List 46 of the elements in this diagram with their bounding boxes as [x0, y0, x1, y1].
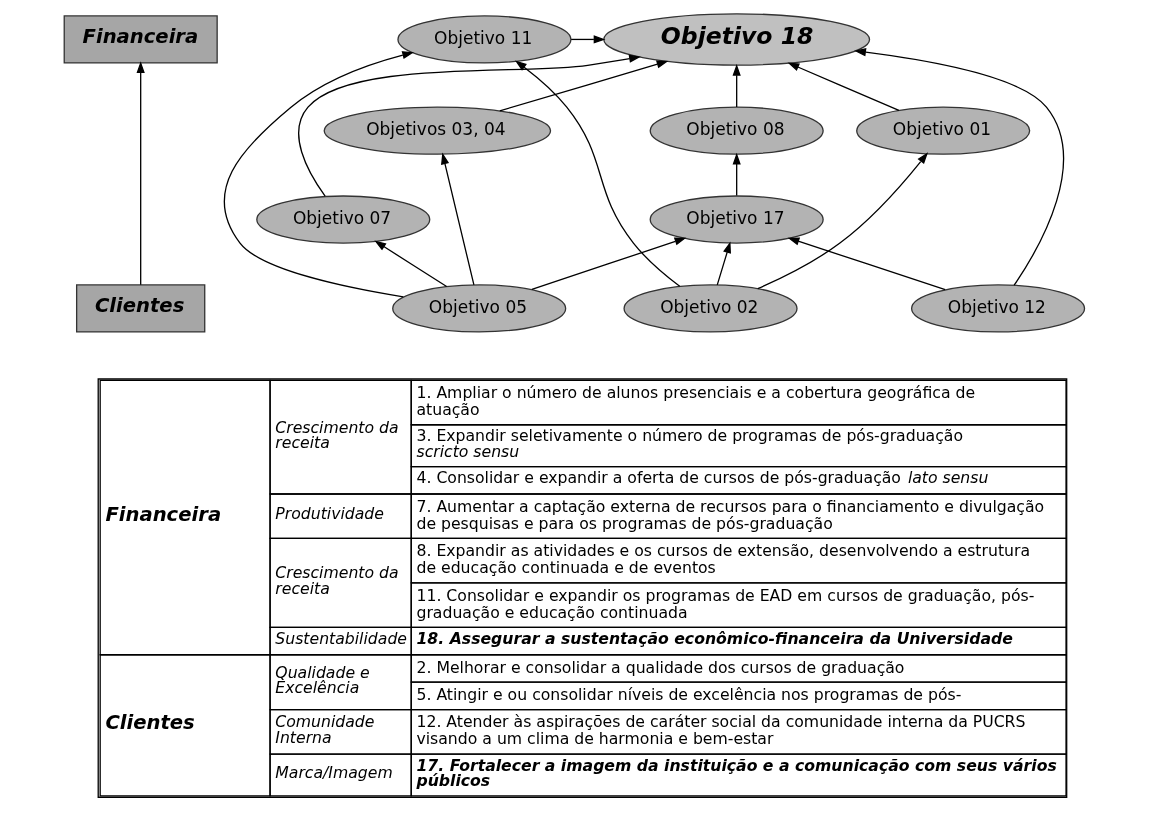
- label: 2. Melhorar e consolidar a qualidade dos cursos de graduação: [416, 657, 905, 677]
- arrow: [787, 62, 900, 111]
- label: Qualidade e Excelência: [275, 662, 370, 698]
- label: 8. Expandir as atividades e os cursos de extensão, desenvolvendo a estrutura de educação continuada e de eventos: [416, 541, 1031, 578]
- label: Marca/Imagem: [275, 762, 393, 782]
- arrow: [787, 237, 946, 291]
- label: 3. Expandir seletivamente o número de programas de pós-graduação scricto sensu: [416, 426, 964, 461]
- label: Crescimento da receita: [275, 563, 399, 599]
- arrow: [223, 51, 415, 298]
- label: 4. Consolidar e expandir a oferta de cursos de pós-graduação lato sensu: [416, 468, 989, 488]
- node-box: Financeira: [63, 15, 218, 64]
- node-ellipse: Objetivo 11: [397, 15, 572, 64]
- arrow: [298, 54, 641, 197]
- label: 5. Atingir e ou consolidar níveis de excelência nos programas de pós-: [416, 684, 962, 704]
- arrow: [732, 63, 741, 108]
- arrow: [136, 61, 145, 286]
- node-ellipse: Objetivos 03, 04: [323, 106, 552, 155]
- arrow: [531, 237, 687, 291]
- arrow: [515, 60, 681, 287]
- label: 11. Consolidar e expandir os programas de EAD em cursos de graduação, pós-graduação e educação continuada: [416, 585, 1035, 622]
- label: 12. Atender às aspirações de caráter social da comunidade interna da PUCRS visando a um clima de harmonia e bem-estar: [416, 712, 1026, 749]
- node-ellipse: Objetivo 12: [910, 284, 1086, 333]
- arrow: [854, 48, 1064, 286]
- node-box: Clientes: [76, 284, 206, 333]
- arrow: [732, 152, 741, 197]
- arrow: [570, 35, 606, 44]
- arrow: [716, 241, 731, 286]
- label: Sustentabilidade: [275, 628, 407, 648]
- label: 18. Assegurar a sustentação econômico-financeira da Universidade: [416, 628, 1013, 648]
- label: Produtividade: [275, 503, 384, 523]
- label: 7. Aumentar a captação externa de recursos para o financiamento e divulgação de pesquisas e para os programas de pós-graduação: [416, 496, 1045, 533]
- arrow: [499, 60, 669, 112]
- label: Crescimento da receita: [275, 417, 399, 453]
- node-ellipse: Objetivo 07: [256, 195, 431, 244]
- node-ellipse: Objetivo 05: [392, 284, 567, 333]
- node-ellipse: Objetivo 08: [649, 106, 824, 155]
- arrow: [757, 152, 929, 290]
- arrow: [374, 240, 448, 288]
- node-ellipse: Objetivo 01: [856, 106, 1031, 155]
- label: Comunidade Interna: [275, 712, 375, 748]
- label: Clientes: [105, 710, 195, 734]
- label: 1. Ampliar o número de alunos presenciais e a cobertura geográfica de atuação: [416, 383, 976, 420]
- label: Financeira: [105, 502, 222, 526]
- node-ellipse: Objetivo 02: [623, 284, 798, 333]
- arrow: [441, 152, 475, 286]
- label: 17. Fortalecer a imagem da instituição e a comunicação com seus vários públicos: [416, 755, 1057, 791]
